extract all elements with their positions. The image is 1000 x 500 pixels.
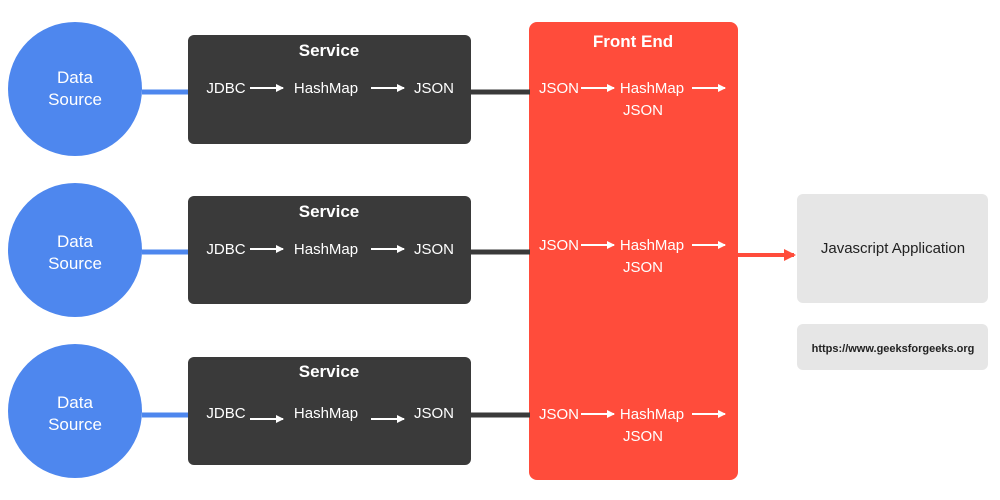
service-step-json: JSON	[414, 80, 454, 97]
data-source-label-line1: Data	[57, 232, 93, 251]
data-source-node	[8, 183, 142, 317]
service-box	[188, 357, 471, 465]
fe-step-hashmap: HashMap	[620, 237, 684, 254]
data-source-node	[8, 22, 142, 156]
pipeline-row-2: Data Source Service JDBC HashMap JSON JS…	[8, 183, 726, 317]
fe-step-json-out: JSON	[623, 428, 663, 445]
javascript-application-box	[797, 194, 988, 303]
service-step-json: JSON	[414, 405, 454, 422]
service-step-jdbc: JDBC	[206, 241, 245, 258]
fe-step-json-in: JSON	[539, 406, 579, 423]
fe-step-json-in: JSON	[539, 237, 579, 254]
front-end-title: Front End	[593, 32, 673, 51]
data-source-label-line1: Data	[57, 68, 93, 87]
service-title: Service	[299, 202, 360, 221]
service-box	[188, 35, 471, 144]
data-source-label-line1: Data	[57, 393, 93, 412]
service-step-hashmap: HashMap	[294, 80, 358, 97]
data-source-label-line2: Source	[48, 415, 102, 434]
service-step-jdbc: JDBC	[206, 80, 245, 97]
data-source-node	[8, 344, 142, 478]
watermark-url: https://www.geeksforgeeks.org	[812, 343, 975, 355]
watermark-box	[797, 324, 988, 370]
front-end-panel	[529, 22, 738, 480]
service-title: Service	[299, 41, 360, 60]
fe-step-hashmap: HashMap	[620, 406, 684, 423]
service-step-hashmap: HashMap	[294, 405, 358, 422]
fe-step-json-in: JSON	[539, 80, 579, 97]
fe-step-json-out: JSON	[623, 259, 663, 276]
fe-step-json-out: JSON	[623, 102, 663, 119]
service-step-hashmap: HashMap	[294, 241, 358, 258]
service-box	[188, 196, 471, 304]
data-source-label-line2: Source	[48, 254, 102, 273]
fe-step-hashmap: HashMap	[620, 80, 684, 97]
pipeline-row-3: Data Source Service JDBC HashMap JSON JS…	[8, 344, 726, 478]
pipeline-row-1: Data Source Service JDBC HashMap JSON JS…	[8, 22, 726, 156]
data-source-label-line2: Source	[48, 90, 102, 109]
service-step-json: JSON	[414, 241, 454, 258]
service-step-jdbc: JDBC	[206, 405, 245, 422]
javascript-application-label: Javascript Application	[821, 240, 965, 257]
service-title: Service	[299, 362, 360, 381]
